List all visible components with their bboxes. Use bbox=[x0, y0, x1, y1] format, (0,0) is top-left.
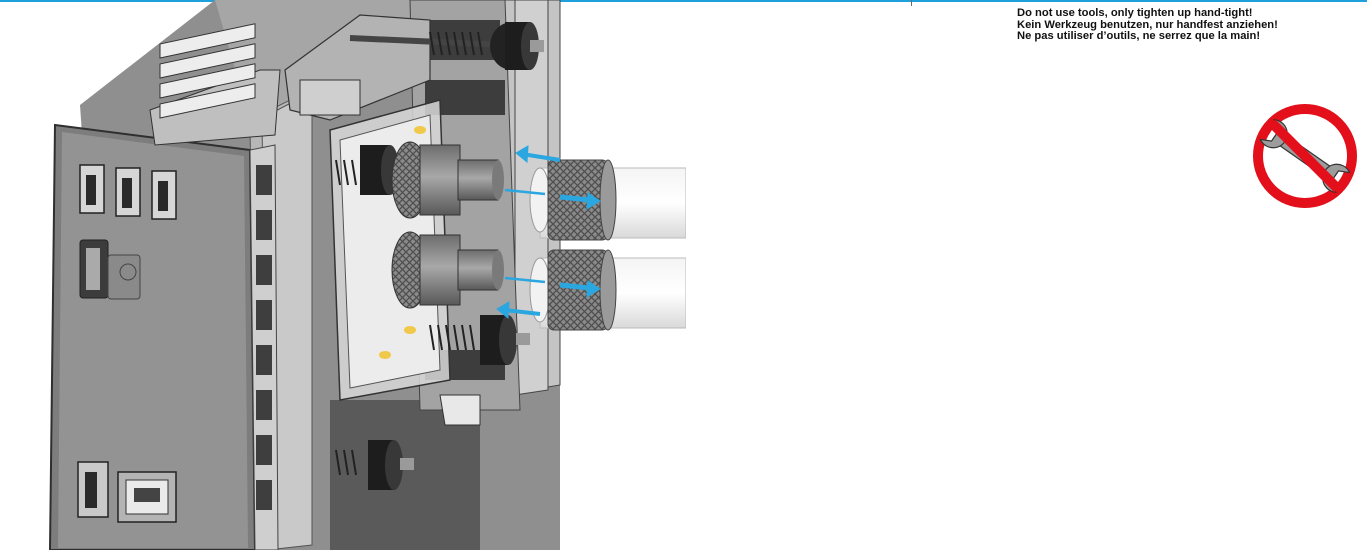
thumbscrew-low-right bbox=[429, 315, 530, 365]
coolant-tube-upper bbox=[529, 159, 686, 241]
no-tools-sign bbox=[1253, 104, 1357, 208]
coolant-tube-lower bbox=[529, 249, 686, 331]
coolant-fitting-lower bbox=[391, 231, 504, 309]
device-cooling-fitting-illustration bbox=[48, 0, 686, 550]
terminal-connector bbox=[149, 23, 281, 146]
instruction-de: Kein Werkzeug benutzen, nur handfest anz… bbox=[1017, 18, 1278, 31]
thumbscrew-top bbox=[349, 22, 544, 70]
instruction-fr: Ne pas utiliser d’outils, ne serrez que … bbox=[1017, 30, 1261, 43]
instruction-en: Do not use tools, only tighten up hand-t… bbox=[1017, 7, 1253, 19]
usb-ports bbox=[79, 164, 177, 220]
thumbscrew-bottom bbox=[335, 440, 414, 490]
top-divider-tick bbox=[911, 0, 912, 6]
top-accent-rule bbox=[0, 0, 1367, 2]
display-port bbox=[79, 239, 141, 300]
coolant-fitting-upper bbox=[391, 141, 504, 219]
direction-arrows bbox=[496, 145, 601, 320]
hand-tighten-instructions: Do not use tools, only tighten up hand-t… bbox=[1017, 7, 1362, 43]
lower-ports bbox=[77, 461, 177, 523]
